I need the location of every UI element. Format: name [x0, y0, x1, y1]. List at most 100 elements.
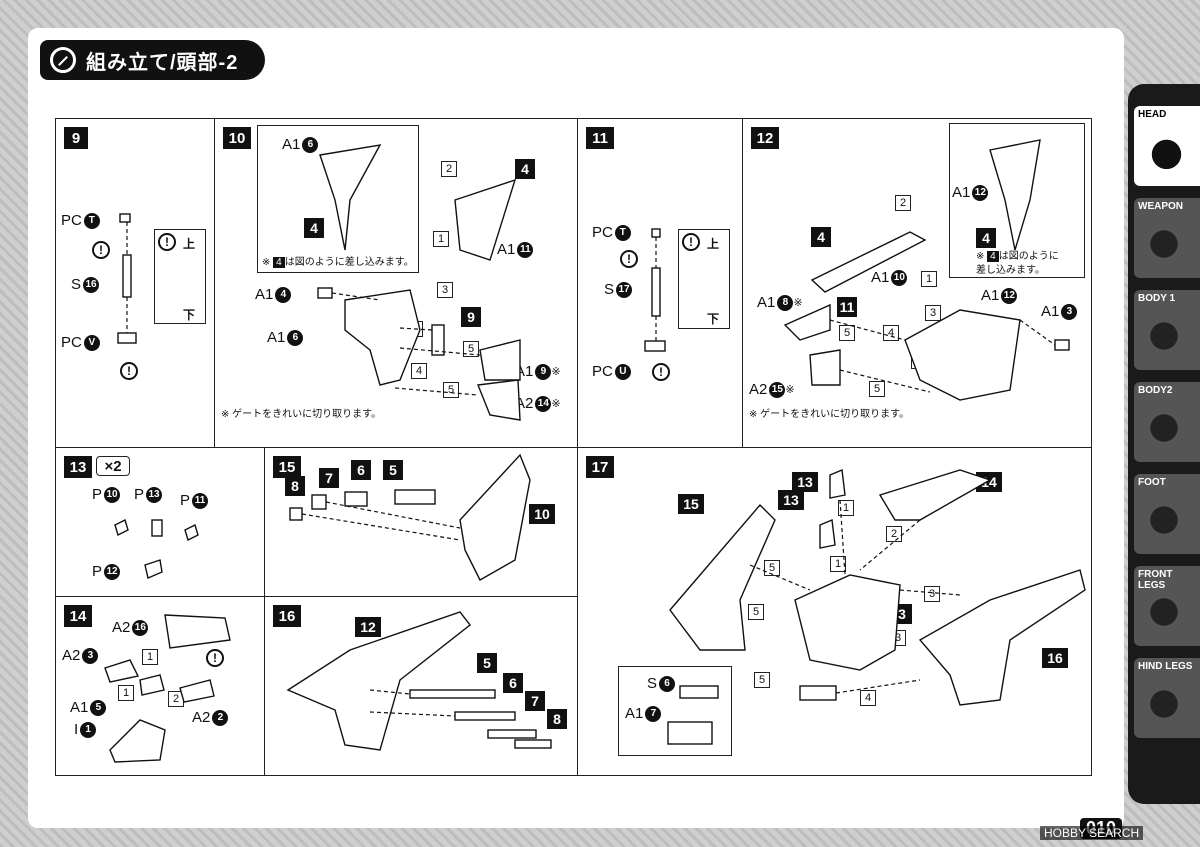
body2-thumbnail-icon — [1144, 404, 1194, 452]
tab-head[interactable]: HEAD — [1134, 106, 1200, 186]
body1-thumbnail-icon — [1144, 312, 1194, 360]
subassembly-ref: 13 — [792, 472, 818, 492]
small-part — [799, 685, 837, 701]
small-part — [151, 519, 163, 537]
order-box: 4 — [883, 325, 899, 341]
head-thumbnail-icon — [1144, 128, 1194, 176]
guide-line — [835, 679, 921, 694]
tab-body2[interactable]: BODY2 — [1134, 382, 1200, 462]
part-8 — [289, 507, 303, 521]
bottom-label: 下 — [707, 312, 720, 326]
quantity-badge: ×2 — [96, 456, 130, 476]
inset-head-part — [989, 139, 1041, 251]
front-legs-thumbnail-icon — [1144, 588, 1194, 636]
step-number: 9 — [64, 127, 88, 149]
caution-icon: ! — [92, 241, 110, 259]
small-part — [144, 559, 163, 579]
watermark: HOBBY SEARCH — [1040, 826, 1144, 840]
tab-hind-legs[interactable]: HIND LEGS — [1134, 658, 1200, 738]
guide-line — [899, 589, 961, 596]
tab-foot[interactable]: FOOT — [1134, 474, 1200, 554]
small-part — [1054, 339, 1070, 351]
tab-front-legs[interactable]: FRONT LEGS — [1134, 566, 1200, 646]
guide-line — [394, 387, 479, 396]
order-box: 4 — [411, 363, 427, 379]
plate-part — [809, 349, 841, 386]
small-part — [184, 524, 199, 541]
part-8 — [514, 739, 552, 749]
assembly-12 — [286, 611, 471, 751]
step-number: 17 — [586, 456, 614, 478]
guide-line — [369, 711, 456, 717]
order-box: 5 — [764, 560, 780, 576]
top-label: 上 — [707, 237, 720, 251]
peg-part — [119, 213, 131, 223]
section-header: 組み立て/頭部-2 — [40, 40, 265, 80]
part-5 — [409, 689, 496, 699]
foot-thumbnail-icon — [1144, 496, 1194, 544]
step-15-panel: 15 8 7 6 5 10 — [264, 447, 578, 597]
tab-weapon[interactable]: WEAPON — [1134, 198, 1200, 278]
gate-note: ※ ゲートをきれいに切り取ります。 — [749, 409, 910, 420]
guide-line — [331, 292, 381, 301]
guide-line — [839, 499, 846, 576]
order-box: 1 — [921, 271, 937, 287]
small-part — [114, 519, 129, 536]
guide-line — [399, 347, 481, 356]
order-box: 1 — [142, 649, 158, 665]
subassembly-ref: 4 — [976, 228, 996, 248]
order-box: 3 — [437, 282, 453, 298]
gate-plate-part — [477, 379, 521, 421]
small-part — [179, 679, 215, 703]
small-part — [104, 659, 140, 683]
base-part — [644, 340, 666, 352]
order-box: 4 — [860, 690, 876, 706]
part-6 — [454, 711, 516, 721]
part-7 — [487, 729, 537, 739]
small-part — [431, 324, 445, 356]
figure-part — [829, 468, 846, 499]
spine-part — [651, 267, 661, 317]
order-box: 5 — [869, 381, 885, 397]
guide-line — [325, 501, 461, 529]
small-part — [139, 674, 165, 696]
order-box: 5 — [748, 604, 764, 620]
step-number: 14 — [64, 605, 92, 627]
order-box: 5 — [463, 341, 479, 357]
assembly-3 — [794, 574, 901, 671]
spine-part — [122, 254, 132, 298]
guide-line — [749, 564, 811, 591]
inset-head-part — [319, 144, 382, 251]
order-box: 5 — [443, 382, 459, 398]
order-box: 2 — [895, 195, 911, 211]
part-6 — [344, 491, 368, 507]
subassembly-ref: 6 — [351, 460, 371, 480]
order-box: 5 — [839, 325, 855, 341]
order-box: 1 — [433, 231, 449, 247]
tab-body1[interactable]: BODY 1 — [1134, 290, 1200, 370]
guide-line — [1019, 319, 1056, 346]
order-box: 1 — [830, 556, 846, 572]
part-s6 — [679, 685, 719, 699]
order-box: 3 — [925, 305, 941, 321]
subassembly-ref: 7 — [319, 468, 339, 488]
part-5 — [394, 489, 436, 505]
guide-line — [301, 513, 461, 541]
assembly-15 — [669, 503, 776, 651]
caution-icon: ! — [206, 649, 224, 667]
guide-line — [839, 369, 931, 393]
small-part — [317, 287, 333, 299]
subassembly-ref: 5 — [383, 460, 403, 480]
